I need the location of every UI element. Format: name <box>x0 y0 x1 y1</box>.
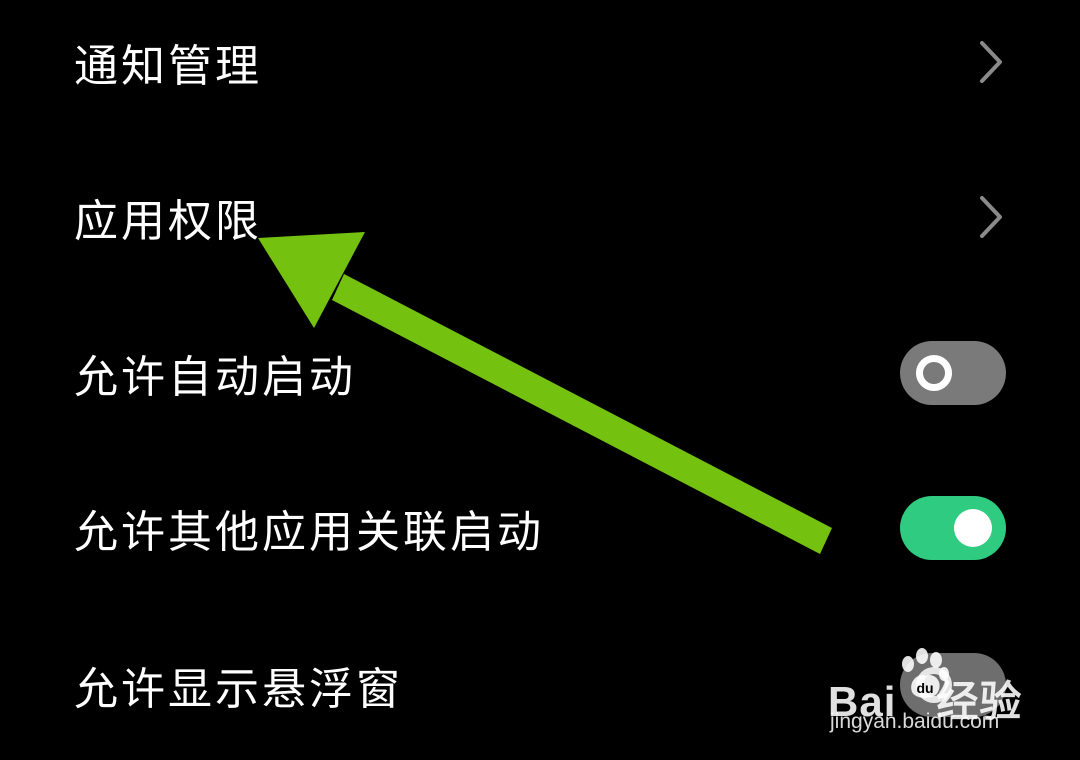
allow-floating-window-toggle[interactable] <box>900 653 1006 717</box>
allow-associated-start-row: 允许其他应用关联启动 <box>0 453 1080 603</box>
allow-auto-start-label: 允许自动启动 <box>74 352 356 403</box>
allow-auto-start-row: 允许自动启动 <box>0 298 1080 448</box>
allow-auto-start-toggle[interactable] <box>900 341 1006 405</box>
chevron-right-icon <box>980 41 1002 83</box>
chevron-right-icon <box>980 196 1002 238</box>
notification-management-row[interactable]: 通知管理 <box>0 0 1080 137</box>
allow-floating-window-row: 允许显示悬浮窗 <box>0 610 1080 760</box>
toggle-knob <box>954 509 992 547</box>
app-permissions-label: 应用权限 <box>74 196 262 247</box>
toggle-knob <box>916 667 952 703</box>
notification-management-label: 通知管理 <box>74 41 262 92</box>
app-permissions-row[interactable]: 应用权限 <box>0 142 1080 292</box>
toggle-knob <box>916 355 952 391</box>
allow-associated-start-label: 允许其他应用关联启动 <box>74 507 544 558</box>
allow-associated-start-toggle[interactable] <box>900 496 1006 560</box>
allow-floating-window-label: 允许显示悬浮窗 <box>74 664 403 715</box>
